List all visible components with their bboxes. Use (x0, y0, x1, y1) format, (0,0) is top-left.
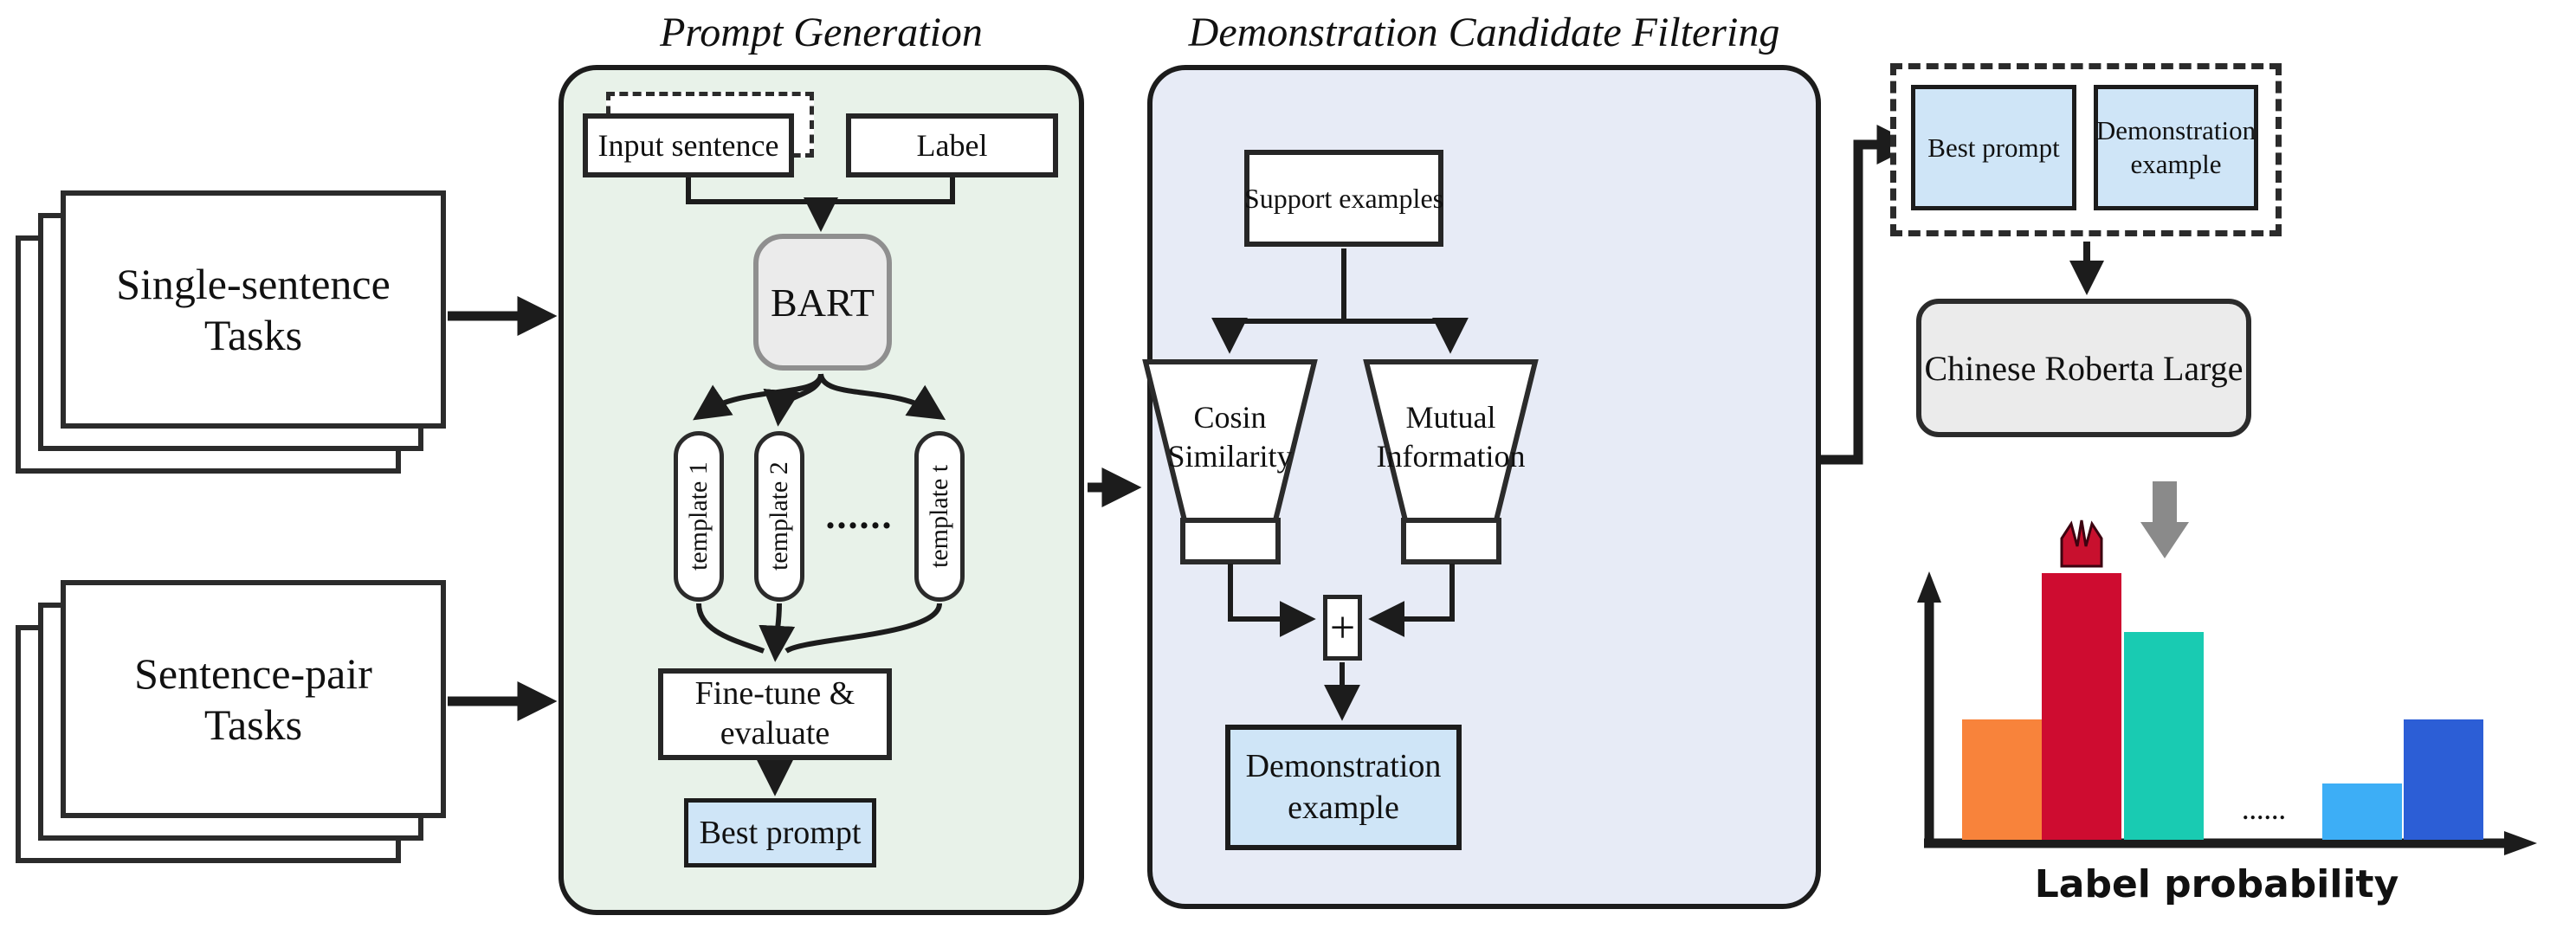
gray-arrow-icon (2140, 481, 2189, 558)
bar-3 (2124, 632, 2204, 840)
demonstration-example-box: Demonstration example (1225, 725, 1462, 850)
chart-axes (1924, 597, 2508, 848)
template-1-pill: template 1 (674, 431, 724, 602)
arrow-cosin-to-plus (1228, 564, 1316, 637)
template-2-pill: template 2 (754, 431, 804, 602)
label-box: Label (846, 113, 1058, 177)
connector-template-t-converge (784, 603, 942, 654)
arrow-filtering-to-output-group (1819, 124, 1917, 465)
single-tasks-card: Single-sentence Tasks (61, 190, 446, 429)
template-t-pill: template t (914, 431, 965, 602)
prompt-generation-title: Prompt Generation (660, 9, 983, 55)
cosin-similarity-label: Cosin Similarity (1167, 400, 1293, 474)
arrow-mutual-to-plus (1368, 564, 1455, 637)
candidate-filtering-title: Demonstration Candidate Filtering (1188, 9, 1780, 55)
bar-group (1909, 567, 2550, 840)
bar-4 (2322, 783, 2402, 840)
arrow-bart-to-template-t (818, 373, 946, 421)
pair-tasks-card: Sentence-pair Tasks (61, 580, 446, 818)
templates-ellipsis: ...... (825, 493, 894, 537)
y-axis-arrowhead (1917, 571, 1941, 603)
output-demonstration-example-box: Demonstration example (2094, 85, 2258, 210)
input-sentence-box: Input sentence (583, 113, 794, 177)
crown-icon (2060, 519, 2103, 568)
bart-box: BART (753, 234, 892, 371)
arrow-bart-to-template-2 (763, 373, 823, 427)
funnel-mutual-spout (1401, 518, 1501, 564)
bar-2 (2042, 573, 2121, 840)
connector-template-1-converge (696, 603, 765, 654)
output-best-prompt-box: Best prompt (1911, 85, 2076, 210)
fine-tune-box: Fine-tune & evaluate (658, 668, 892, 760)
plus-box: + (1323, 595, 1362, 661)
connector-input-label-merge (686, 177, 955, 204)
funnel-cosin-spout (1180, 518, 1281, 564)
mutual-information-label: Mutual Information (1376, 400, 1526, 474)
best-prompt-box: Best prompt (684, 798, 876, 867)
chinese-roberta-box: Chinese Roberta Large (1916, 299, 2251, 437)
x-axis-arrowhead (2504, 831, 2537, 855)
arrow-templates-to-finetune (759, 603, 796, 662)
bar-1 (1962, 719, 2042, 840)
chart-ellipsis: ...... (2243, 798, 2287, 824)
support-examples-box: Support examples (1244, 150, 1443, 247)
bar-5 (2404, 719, 2483, 840)
chart-xlabel: Label probability (2034, 861, 2399, 906)
connector-support-split (1230, 248, 1450, 324)
